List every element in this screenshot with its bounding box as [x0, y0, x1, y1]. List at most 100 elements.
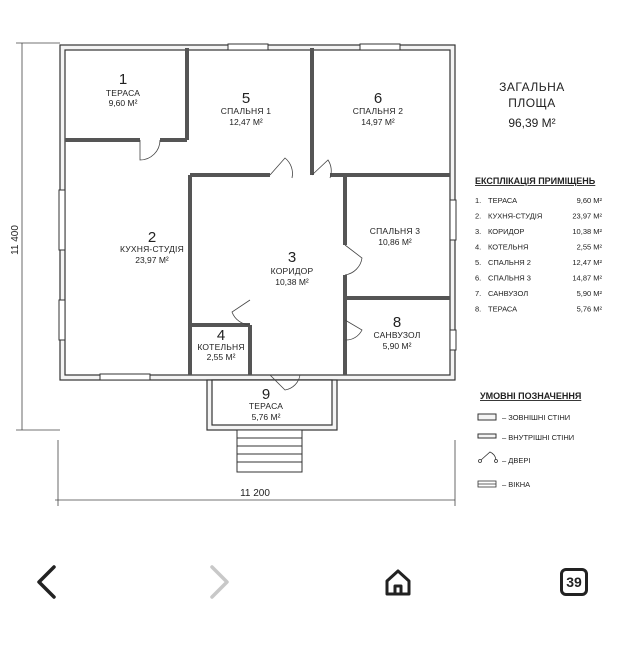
svg-text:8: 8: [393, 314, 401, 331]
svg-text:– ЗОВНІШНІ СТІНИ: – ЗОВНІШНІ СТІНИ: [502, 413, 570, 422]
svg-text:САНВУЗОЛ: САНВУЗОЛ: [488, 289, 528, 298]
windows: [58, 43, 457, 381]
room-label-2: 2 КУХНЯ-СТУДІЯ 23,97 M²: [120, 229, 184, 265]
doors: [139, 139, 363, 391]
room-label-3: 3 КОРИДОР 10,38 M²: [271, 249, 314, 287]
svg-text:СПАЛЬНЯ 2: СПАЛЬНЯ 2: [488, 258, 531, 267]
svg-text:96,39 M²: 96,39 M²: [508, 116, 555, 130]
svg-text:СПАЛЬНЯ 3: СПАЛЬНЯ 3: [488, 274, 531, 283]
explication-table: ЕКСПЛІКАЦІЯ ПРИМІЩЕНЬ 1. ТЕРАСА 9,60 M² 2. К…: [475, 176, 602, 314]
svg-text:14,97 M²: 14,97 M²: [361, 117, 395, 127]
svg-text:10,38 M²: 10,38 M²: [275, 277, 309, 287]
svg-text:23,97 M²: 23,97 M²: [135, 255, 169, 265]
svg-text:23,97 M²: 23,97 M²: [572, 212, 602, 221]
svg-text:5.: 5.: [475, 258, 481, 267]
stairs: [236, 429, 303, 473]
svg-text:САНВУЗОЛ: САНВУЗОЛ: [373, 330, 420, 340]
floor-plan-image: 11 400 11 200: [10, 42, 602, 506]
forward-button[interactable]: [200, 562, 240, 602]
bottom-navigation-bar: 39: [0, 540, 621, 670]
tabs-count-badge: 39: [560, 568, 588, 596]
svg-text:ТЕРАСА: ТЕРАСА: [488, 196, 517, 205]
tabs-count: 39: [566, 574, 582, 590]
room-label-4: 4 КОТЕЛЬНЯ 2,55 M²: [197, 327, 244, 362]
window-symbol-icon: [477, 480, 497, 488]
svg-text:4: 4: [217, 327, 225, 344]
svg-text:3: 3: [288, 249, 296, 266]
svg-text:ТЕРАСА: ТЕРАСА: [106, 88, 140, 98]
dim-height: 11 400: [10, 225, 21, 255]
explication-row: 5. СПАЛЬНЯ 2 12,47 M²: [475, 258, 602, 267]
svg-text:КОРИДОР: КОРИДОР: [271, 266, 314, 276]
tabs-button[interactable]: 39: [556, 564, 592, 600]
home-icon: [385, 569, 411, 596]
svg-text:СПАЛЬНЯ 1: СПАЛЬНЯ 1: [221, 106, 271, 116]
svg-text:КУХНЯ-СТУДІЯ: КУХНЯ-СТУДІЯ: [120, 244, 184, 254]
svg-text:ПЛОЩА: ПЛОЩА: [508, 96, 556, 110]
svg-text:10,86 M²: 10,86 M²: [378, 237, 412, 247]
svg-text:ТЕРАСА: ТЕРАСА: [249, 401, 283, 411]
svg-text:12,47 M²: 12,47 M²: [229, 117, 263, 127]
svg-text:7.: 7.: [475, 289, 481, 298]
svg-text:– ДВЕРІ: – ДВЕРІ: [502, 456, 530, 465]
svg-text:2.: 2.: [475, 212, 481, 221]
chevron-left-icon: [37, 565, 56, 599]
interior-walls: [65, 48, 450, 375]
svg-text:ТЕРАСА: ТЕРАСА: [488, 305, 517, 314]
svg-text:ЕКСПЛІКАЦІЯ ПРИМІЩЕНЬ: ЕКСПЛІКАЦІЯ ПРИМІЩЕНЬ: [475, 176, 596, 186]
svg-text:КОТЕЛЬНЯ: КОТЕЛЬНЯ: [488, 243, 528, 252]
back-button[interactable]: [26, 562, 66, 602]
explication-row: 7. САНВУЗОЛ 5,90 M²: [475, 289, 602, 298]
room-label-6: 6 СПАЛЬНЯ 2 14,97 M²: [353, 90, 403, 127]
svg-text:9,60 M²: 9,60 M²: [109, 98, 138, 108]
svg-text:ЗАГАЛЬНА: ЗАГАЛЬНА: [499, 80, 565, 94]
svg-text:СПАЛЬНЯ 3: СПАЛЬНЯ 3: [370, 226, 420, 236]
room-label-1: 1 ТЕРАСА 9,60 M²: [106, 71, 140, 108]
home-button[interactable]: [378, 562, 418, 602]
explication-row: 8. ТЕРАСА 5,76 M²: [475, 305, 602, 314]
explication-row: 6. СПАЛЬНЯ 3 14,87 M²: [475, 274, 602, 283]
svg-text:КОРИДОР: КОРИДОР: [488, 227, 524, 236]
room-label-8: 8 САНВУЗОЛ 5,90 M²: [373, 314, 420, 351]
total-area: ЗАГАЛЬНА ПЛОЩА 96,39 M²: [499, 80, 565, 130]
room-label-9: 9 ТЕРАСА 5,76 M²: [249, 386, 283, 422]
svg-text:10,38 M²: 10,38 M²: [572, 227, 602, 236]
svg-text:12,47 M²: 12,47 M²: [572, 258, 602, 267]
svg-text:2,55 M²: 2,55 M²: [577, 243, 603, 252]
svg-text:9,60 M²: 9,60 M²: [577, 196, 603, 205]
svg-text:КОТЕЛЬНЯ: КОТЕЛЬНЯ: [197, 342, 244, 352]
explication-row: 2. КУХНЯ-СТУДІЯ 23,97 M²: [475, 212, 602, 221]
svg-text:6.: 6.: [475, 274, 481, 283]
svg-text:1.: 1.: [475, 196, 481, 205]
svg-text:9: 9: [262, 386, 270, 403]
svg-text:3.: 3.: [475, 227, 481, 236]
dim-width: 11 200: [240, 488, 270, 499]
explication-row: 1. ТЕРАСА 9,60 M²: [475, 196, 602, 205]
room-label-7: СПАЛЬНЯ 3 10,86 M²: [370, 226, 420, 247]
legend: УМОВНІ ПОЗНАЧЕННЯ – ЗОВНІШНІ СТІНИ – ВНУ…: [477, 391, 581, 489]
exterior-wall-swatch: [477, 413, 497, 421]
chevron-right-icon: [210, 565, 229, 599]
dimension-lines: [16, 42, 456, 506]
explication-row: 3. КОРИДОР 10,38 M²: [475, 227, 602, 236]
svg-text:5,76 M²: 5,76 M²: [252, 412, 281, 422]
svg-text:8.: 8.: [475, 305, 481, 314]
svg-text:2,55 M²: 2,55 M²: [207, 352, 236, 362]
svg-text:4.: 4.: [475, 243, 481, 252]
svg-text:6: 6: [374, 90, 382, 107]
svg-text:5: 5: [242, 90, 250, 107]
svg-text:– ВНУТРІШНІ СТІНИ: – ВНУТРІШНІ СТІНИ: [502, 433, 574, 442]
svg-text:КУХНЯ-СТУДІЯ: КУХНЯ-СТУДІЯ: [488, 212, 542, 221]
svg-text:– ВІКНА: – ВІКНА: [502, 480, 530, 489]
svg-text:СПАЛЬНЯ 2: СПАЛЬНЯ 2: [353, 106, 403, 116]
room-label-5: 5 СПАЛЬНЯ 1 12,47 M²: [221, 90, 271, 127]
svg-text:1: 1: [119, 71, 127, 88]
svg-text:5,90 M²: 5,90 M²: [383, 341, 412, 351]
door-symbol-icon: [478, 451, 498, 463]
svg-text:2: 2: [148, 229, 156, 246]
svg-text:УМОВНІ ПОЗНАЧЕННЯ: УМОВНІ ПОЗНАЧЕННЯ: [480, 391, 581, 401]
interior-wall-swatch: [477, 433, 497, 439]
svg-text:14,87 M²: 14,87 M²: [572, 274, 602, 283]
svg-text:5,76 M²: 5,76 M²: [577, 305, 603, 314]
svg-text:5,90 M²: 5,90 M²: [577, 289, 603, 298]
